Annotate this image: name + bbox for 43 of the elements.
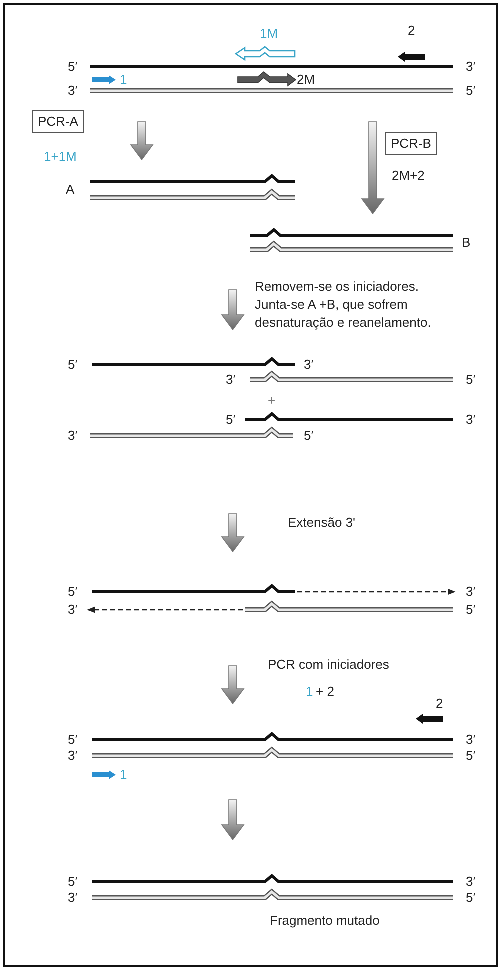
step-label-box: PCR-B bbox=[385, 132, 438, 155]
strand-end-label: 5′ bbox=[68, 59, 78, 75]
step-description: PCR com iniciadores bbox=[268, 657, 390, 673]
primer-label: 2 bbox=[408, 23, 416, 39]
primer-label: 1M bbox=[260, 26, 278, 42]
primer-label: 1 bbox=[306, 684, 314, 700]
primer-label: 2M bbox=[297, 72, 316, 88]
fragment-label: A bbox=[66, 182, 75, 198]
strand-end-label: 5′ bbox=[68, 874, 78, 890]
strand-end-label: 5′ bbox=[68, 584, 78, 600]
strand-end-label: 5′ bbox=[226, 412, 236, 428]
strand-end-label: 5′ bbox=[466, 372, 476, 388]
primer-label: 1 bbox=[120, 72, 128, 88]
strand-end-label: 5′ bbox=[466, 83, 476, 99]
strand-end-label: 3′ bbox=[466, 732, 476, 748]
strand-end-label: 3′ bbox=[226, 372, 236, 388]
strand-end-label: 5′ bbox=[304, 428, 314, 444]
primer-label: 1 bbox=[120, 767, 128, 783]
caption-text: Fragmento mutado bbox=[270, 913, 380, 929]
strand-end-label: 5′ bbox=[68, 357, 78, 373]
strand-end-label: 3′ bbox=[68, 83, 78, 99]
strand-end-label: 5′ bbox=[466, 602, 476, 618]
primer-pair-label: 1+1M bbox=[44, 149, 77, 165]
primer-label: 2 bbox=[436, 696, 444, 712]
strand-end-label: 3′ bbox=[68, 890, 78, 906]
strand-end-label: 3′ bbox=[68, 748, 78, 764]
plus-sign: + bbox=[268, 393, 276, 409]
fragment-label: B bbox=[462, 235, 471, 251]
strand-end-label: 3′ bbox=[466, 874, 476, 890]
strand-end-label: 3′ bbox=[68, 428, 78, 444]
strand-end-label: 5′ bbox=[68, 732, 78, 748]
strand-end-label: 3′ bbox=[68, 602, 78, 618]
strand-end-label: 3′ bbox=[304, 357, 314, 373]
step-description: Extensão 3' bbox=[288, 515, 356, 531]
strand-end-label: 5′ bbox=[466, 748, 476, 764]
strand-end-label: 3′ bbox=[466, 412, 476, 428]
strand-end-label: 3′ bbox=[466, 59, 476, 75]
strand-end-label: 5′ bbox=[466, 890, 476, 906]
step-label-box: PCR-A bbox=[32, 110, 84, 133]
step-description: Removem-se os iniciadores. Junta-se A +B, que sofrem desnaturação e reanelamento. bbox=[255, 278, 432, 332]
primer-label: + 2 bbox=[316, 684, 334, 700]
strand-end-label: 3′ bbox=[466, 584, 476, 600]
primer-pair-label: 2M+2 bbox=[392, 168, 425, 184]
